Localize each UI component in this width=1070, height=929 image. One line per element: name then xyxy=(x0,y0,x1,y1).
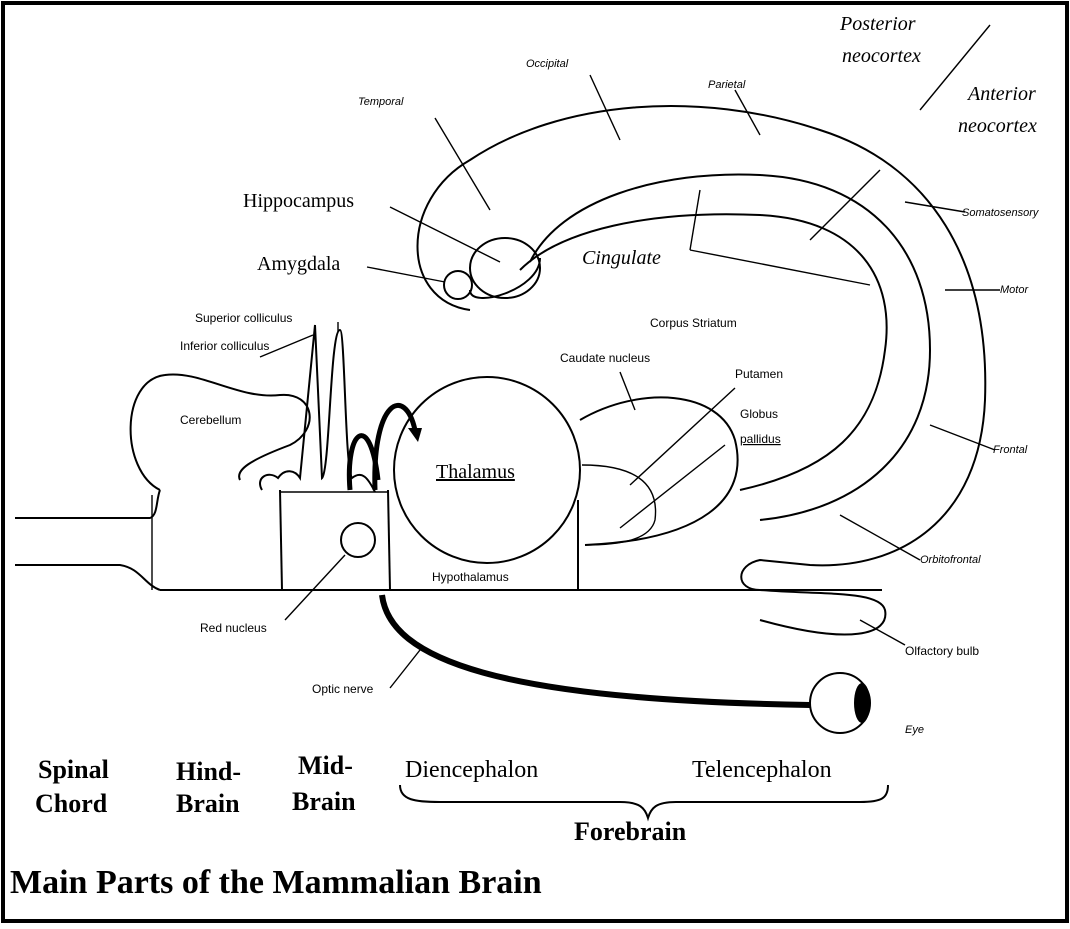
cingulate-pointer-b xyxy=(690,250,870,285)
label-hippocampus: Hippocampus xyxy=(243,190,354,212)
label-globus-pallidus-2: pallidus xyxy=(740,432,781,446)
label-corpus-striatum: Corpus Striatum xyxy=(650,316,737,330)
label-parietal: Parietal xyxy=(708,79,746,91)
orbitofrontal-pointer xyxy=(840,515,920,560)
division-diencephalon: Diencephalon xyxy=(405,757,538,783)
red-nucleus-pointer xyxy=(285,555,345,620)
hippocampus-shape xyxy=(470,238,540,298)
cortex-divider-1 xyxy=(810,170,880,240)
label-optic-nerve: Optic nerve xyxy=(312,682,374,696)
label-thalamus: Thalamus xyxy=(436,461,515,483)
division-hind-brain-2: Brain xyxy=(176,789,240,818)
parietal-pointer xyxy=(735,90,760,135)
label-somatosensory: Somatosensory xyxy=(962,207,1040,219)
globus-pallidus-pointer xyxy=(620,445,725,528)
label-anterior-neocortex-1: Anterior xyxy=(966,83,1036,105)
label-posterior-neocortex-2: neocortex xyxy=(842,45,921,67)
label-orbitofrontal: Orbitofrontal xyxy=(920,554,981,566)
optic-nerve-shape xyxy=(382,595,810,705)
label-hypothalamus: Hypothalamus xyxy=(432,570,509,584)
optic-nerve-pointer xyxy=(390,650,420,688)
division-telencephalon: Telencephalon xyxy=(692,757,832,783)
label-inferior-colliculus: Inferior colliculus xyxy=(180,339,269,353)
division-spinal-chord-1: Spinal xyxy=(38,755,109,784)
frontal-pointer xyxy=(930,425,995,450)
neocortex-outer-contour xyxy=(418,106,986,634)
label-olfactory-bulb: Olfactory bulb xyxy=(905,644,979,658)
putamen-pointer xyxy=(630,388,735,485)
label-amygdala: Amygdala xyxy=(257,253,340,275)
caudate-pointer xyxy=(620,372,635,410)
spinal-cord-lower xyxy=(15,565,160,590)
cingulate-pointer-a xyxy=(690,190,700,250)
label-motor: Motor xyxy=(1000,284,1029,296)
neocortex-inner-contour xyxy=(530,174,930,520)
label-frontal: Frontal xyxy=(993,444,1028,456)
forebrain-brace xyxy=(400,785,888,818)
label-superior-colliculus: Superior colliculus xyxy=(195,311,292,325)
globus-pallidus-shape xyxy=(582,465,656,545)
spinal-cord-upper xyxy=(15,490,160,518)
label-cingulate: Cingulate xyxy=(582,247,661,269)
division-forebrain: Forebrain xyxy=(574,817,687,846)
diagram-title: Main Parts of the Mammalian Brain xyxy=(10,864,542,901)
amygdala-shape xyxy=(444,271,472,299)
label-putamen: Putamen xyxy=(735,367,783,381)
label-red-nucleus: Red nucleus xyxy=(200,621,267,635)
division-spinal-chord-2: Chord xyxy=(35,789,108,818)
label-eye: Eye xyxy=(905,724,924,736)
label-caudate-nucleus: Caudate nucleus xyxy=(560,351,650,365)
label-temporal: Temporal xyxy=(358,96,404,108)
label-occipital: Occipital xyxy=(526,58,569,70)
red-nucleus-shape xyxy=(341,523,375,557)
division-mid-brain-1: Mid- xyxy=(298,751,353,780)
label-anterior-neocortex-2: neocortex xyxy=(958,115,1037,137)
hippocampal-inner-contour xyxy=(470,258,540,298)
boundary-hind-mid xyxy=(280,490,282,590)
division-mid-brain-2: Brain xyxy=(292,787,356,816)
amygdala-pointer xyxy=(367,267,445,282)
hippocampus-pointer xyxy=(390,207,500,262)
division-hind-brain-1: Hind- xyxy=(176,757,241,786)
boundary-mid-dien xyxy=(388,490,390,590)
striatum-shape xyxy=(580,397,738,545)
diagram-border xyxy=(3,3,1067,921)
eye-lens xyxy=(854,683,870,723)
arrow-head xyxy=(408,428,422,442)
label-cerebellum: Cerebellum xyxy=(180,413,241,427)
temporal-pointer xyxy=(435,118,490,210)
occipital-pointer xyxy=(590,75,620,140)
label-posterior-neocortex-1: Posterior xyxy=(839,13,916,35)
label-globus-pallidus-1: Globus xyxy=(740,407,778,421)
